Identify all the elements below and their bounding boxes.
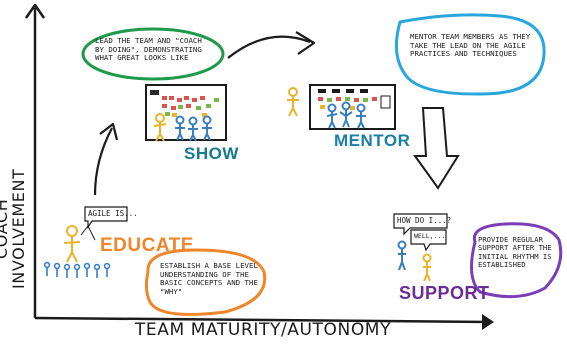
x-axis-label: TEAM MATURITY/AUTONOMY xyxy=(134,320,392,340)
support-note-outline xyxy=(469,222,563,299)
show-figures xyxy=(153,113,212,142)
show-label: SHOW xyxy=(184,144,239,163)
support-speech-bubbles xyxy=(393,213,448,252)
support-note-text: PROVIDE REGULAR SUPPORT AFTER THE INITIA… xyxy=(478,235,552,270)
x-axis xyxy=(34,314,494,330)
y-axis xyxy=(24,3,46,318)
support-speech-answer: WELL,... xyxy=(414,232,446,240)
educate-note-text: ESTABLISH A BASE LEVEL UNDERSTANDING OF … xyxy=(160,261,258,297)
show-note-outline xyxy=(81,27,225,81)
show-note-text: LEAD THE TEAM AND "COACH BY DOING", DEMO… xyxy=(95,36,202,63)
mentor-note-text: MENTOR TEAM MEMBERS AS THEY TAKE THE LEA… xyxy=(410,32,531,59)
educate-speech-text: AGILE IS... xyxy=(88,209,138,218)
mentor-note-outline xyxy=(394,13,546,96)
support-label: SUPPORT xyxy=(399,283,490,303)
support-speech-question: HOW DO I...? xyxy=(397,216,452,225)
y-axis-label: COACH INVOLVEMENT xyxy=(0,168,28,290)
show-board xyxy=(145,84,227,141)
educate-note-outline xyxy=(144,248,267,316)
educate-label: EDUCATE xyxy=(100,235,194,256)
support-figures xyxy=(397,240,432,282)
arrow-educate-to-show xyxy=(93,122,119,196)
arrow-mentor-to-support xyxy=(413,107,460,190)
mentor-label: MENTOR xyxy=(334,131,411,150)
mentor-board xyxy=(309,84,396,130)
mentor-figures xyxy=(287,87,366,129)
educate-coach-figure xyxy=(63,225,96,263)
educate-audience xyxy=(43,261,111,278)
educate-speech-bubble xyxy=(84,206,128,229)
arrow-show-to-mentor xyxy=(227,31,316,59)
